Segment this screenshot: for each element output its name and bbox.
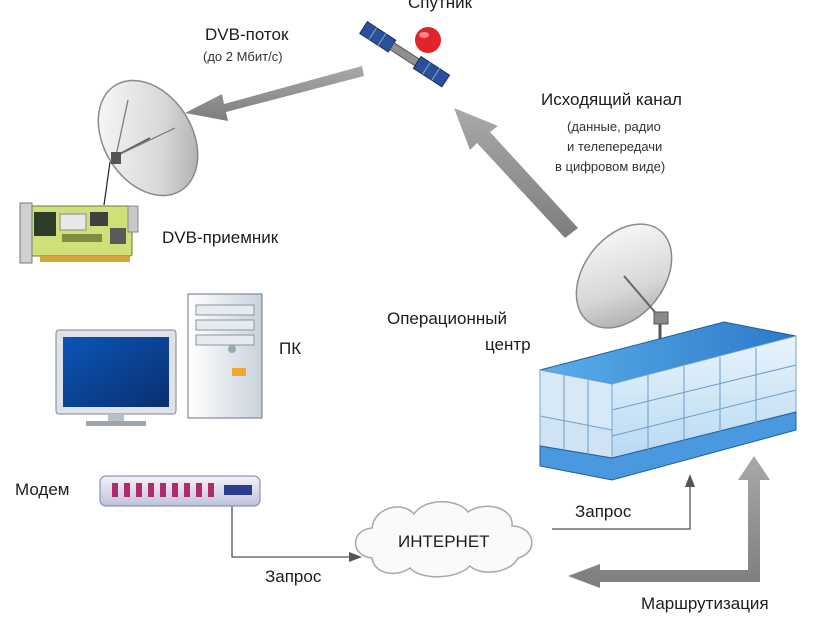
- arrow-satellite-to-dish: [185, 66, 364, 121]
- uplink-dish-icon: [575, 223, 673, 345]
- satellite-label: Спутник: [408, 0, 473, 12]
- pc-label: ПК: [279, 339, 302, 358]
- arrow-routing: [568, 456, 770, 588]
- dvb-stream-label: DVB-поток: [205, 25, 289, 44]
- uplink-desc-line-3: в цифровом виде): [555, 159, 666, 174]
- arrow-modem-request: [231, 503, 362, 562]
- dvb-receiver-card-icon: [19, 202, 139, 264]
- satellite-icon: [359, 21, 451, 88]
- uplink-label: Исходящий канал: [541, 90, 682, 109]
- receiving-dish-icon: [97, 79, 199, 206]
- monitor-icon: [55, 329, 177, 426]
- uplink-desc-line-2: и телепередачи: [567, 139, 663, 154]
- operations-center-building-icon: [539, 321, 797, 481]
- request-label-left: Запрос: [265, 567, 322, 586]
- modem-label: Модем: [15, 480, 70, 499]
- request-label-right: Запрос: [575, 502, 632, 521]
- operations-center-label-line-1: Операционный: [387, 309, 507, 328]
- pc-tower-icon: [187, 293, 263, 419]
- uplink-desc-line-1: (данные, радио: [567, 119, 661, 134]
- arrow-internet-request: [552, 474, 695, 530]
- arrow-uplink-to-satellite: [454, 108, 578, 238]
- modem-icon: [99, 475, 261, 507]
- dvb-receiver-label: DVB-приемник: [162, 228, 279, 247]
- internet-cloud-icon: [354, 501, 533, 578]
- internet-label: ИНТЕРНЕТ: [398, 532, 490, 551]
- routing-label: Маршрутизация: [641, 594, 769, 613]
- operations-center-label-line-2: центр: [485, 335, 531, 354]
- dvb-stream-rate-label: (до 2 Мбит/с): [203, 49, 283, 64]
